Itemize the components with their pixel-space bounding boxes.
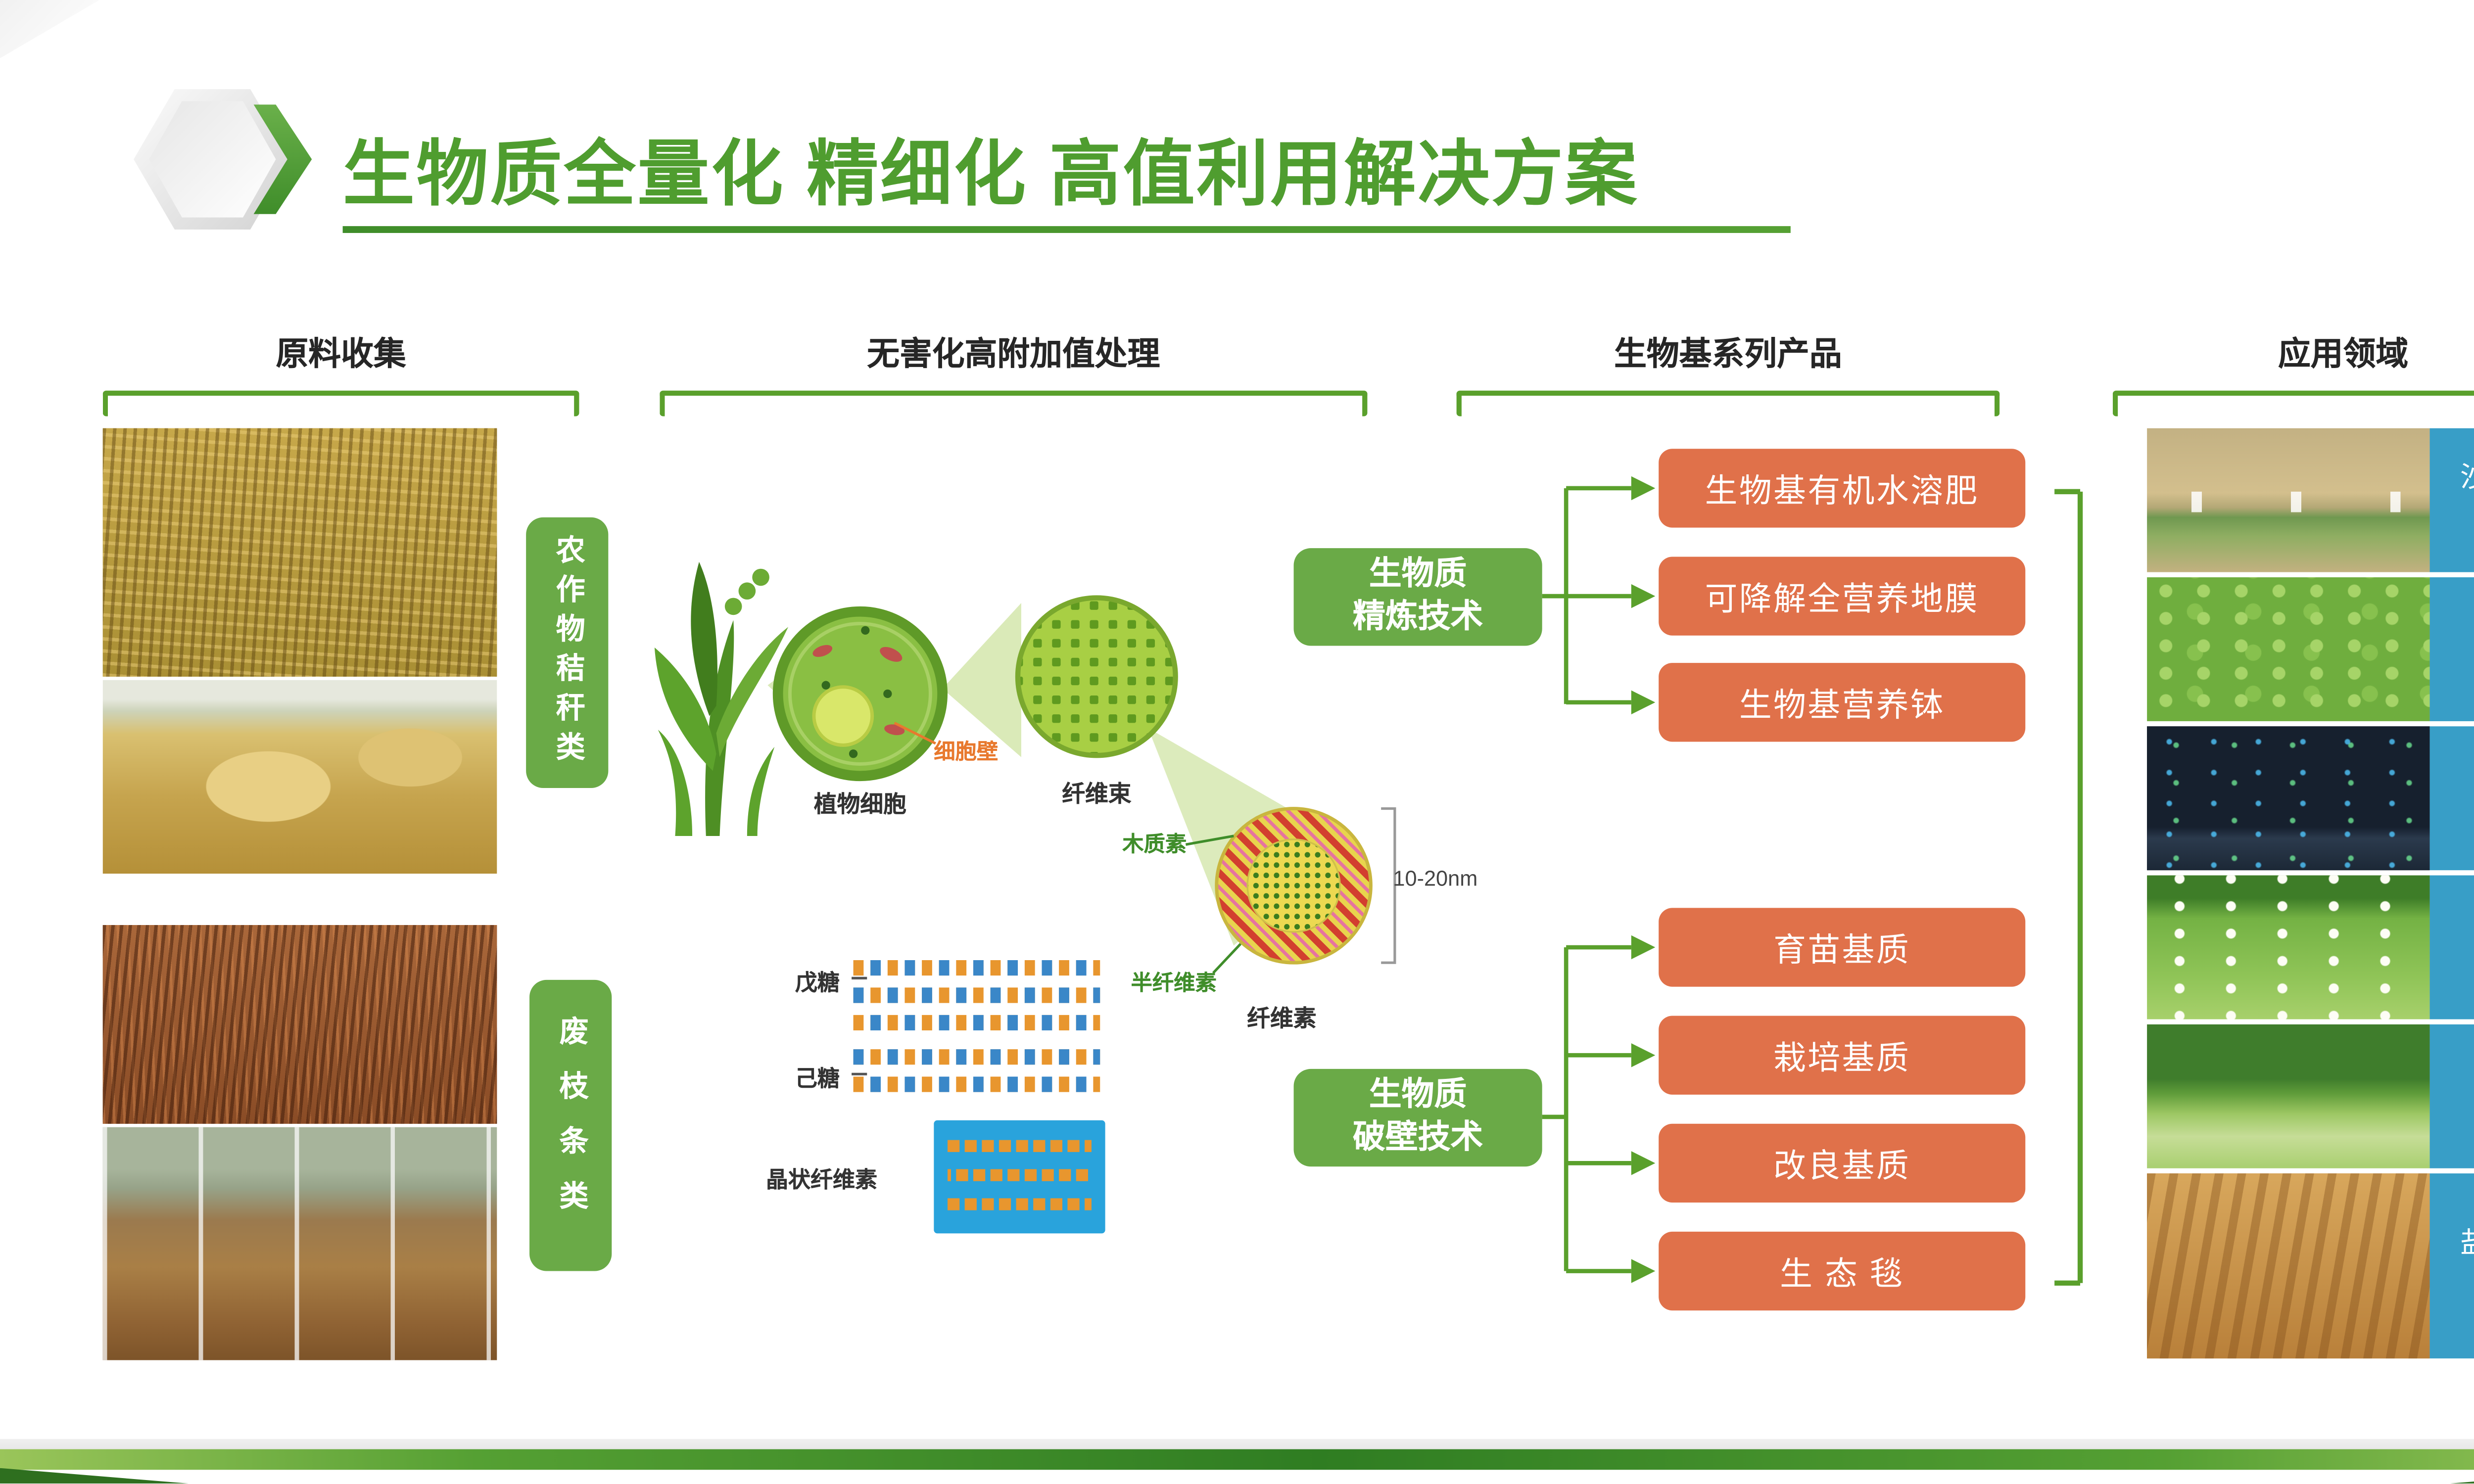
- tech-box-line: 生物质: [1369, 1077, 1467, 1113]
- column-header-applications: 应用领域: [2112, 329, 2474, 417]
- hemicellulose-pointer: [1212, 943, 1242, 974]
- crystalline-cellulose-diagram: [934, 1120, 1105, 1234]
- bracket-line: [2112, 390, 2474, 417]
- plant-cell-illustration: [772, 606, 948, 782]
- footer-corner-right: [2450, 1468, 2474, 1484]
- label-line: 沙漠化: [2460, 458, 2474, 500]
- column-header-text: 应用领域: [2278, 337, 2409, 373]
- column-header-processing: 无害化高附加值处理: [660, 329, 1368, 417]
- cell-wall-label: 细胞壁: [934, 740, 999, 764]
- scale-bracket: [1381, 807, 1396, 964]
- photo-agriculture-data: [2147, 726, 2430, 871]
- scale-label: 10-20nm: [1393, 867, 1478, 891]
- application-label-agriculture-data: 农业 数据: [2429, 726, 2474, 871]
- zoom-cone: [942, 603, 1021, 757]
- lignin-pointer: [1185, 835, 1234, 846]
- label-line: 盐碱地: [2460, 1223, 2474, 1266]
- title-underline: [342, 226, 1791, 233]
- footer-green-bar: [0, 1449, 2474, 1470]
- column-header-collection: 原料收集: [102, 329, 579, 417]
- bracket-line: [1456, 390, 2000, 417]
- label-waste-branch-category: 废枝条类: [529, 979, 612, 1271]
- photo-desertification: [2147, 428, 2430, 572]
- plant-illustration: [654, 561, 788, 836]
- column-header-products: 生物基系列产品: [1456, 329, 2000, 417]
- photo-waste-branches: [102, 925, 497, 1124]
- application-label-fertility: 肥力 提升: [2429, 577, 2474, 721]
- product-box-water-soluble-fertilizer: 生物基有机水溶肥: [1659, 449, 2026, 528]
- hemicellulose-label: 半纤维素: [1131, 971, 1217, 996]
- tech-box-line: 破壁技术: [1352, 1119, 1483, 1156]
- tech-box-line: 生物质: [1369, 556, 1467, 593]
- crystalline-cellulose-label: 晶状纤维素: [765, 1166, 878, 1193]
- footer-corner-left: [0, 1468, 189, 1484]
- pentose-label: 戊糖: [795, 970, 840, 996]
- product-box-ecological-blanket: 生 态 毯: [1659, 1231, 2026, 1311]
- process-diagram: [654, 561, 1396, 1234]
- page-title: 生物质全量化 精细化 高值利用解决方案: [342, 134, 1639, 214]
- label-crop-straw-category: 农作物秸秆类: [526, 517, 609, 788]
- column-header-text: 无害化高附加值处理: [867, 337, 1160, 373]
- fiber-bundle-illustration: [1015, 595, 1178, 758]
- application-label-livestock: 畜牧 养殖: [2429, 875, 2474, 1020]
- photo-vine-prunings: [102, 1127, 497, 1360]
- corner-decoration: [0, 0, 99, 58]
- sugar-chain-diagram: [853, 960, 1100, 1092]
- fiber-bundle-label: 纤维束: [1062, 781, 1132, 807]
- cell-wall-pointer: [894, 722, 936, 745]
- photo-saline-alkali-land: [2147, 1173, 2430, 1359]
- plant-cell-label: 植物细胞: [813, 791, 906, 817]
- photo-livestock: [2147, 875, 2430, 1020]
- product-box-nutrient-pot: 生物基营养钵: [1659, 663, 2026, 742]
- product-box-seedling-substrate: 育苗基质: [1659, 908, 2026, 987]
- hexose-label: 己糖: [795, 1065, 840, 1091]
- cellulose-cross-section: [1215, 807, 1373, 965]
- product-box-degradable-mulch-film: 可降解全营养地膜: [1659, 556, 2026, 636]
- bracket-line: [102, 390, 579, 417]
- bracket-line: [660, 390, 1368, 417]
- arrowheads: [1631, 476, 1656, 1283]
- product-box-improvement-substrate: 改良基质: [1659, 1123, 2026, 1203]
- photo-landscaping: [2147, 1024, 2430, 1168]
- application-label-saline-alkali: 盐碱地 改良: [2429, 1173, 2474, 1359]
- column-header-text: 原料收集: [276, 337, 406, 373]
- column-header-text: 生物基系列产品: [1614, 337, 1842, 373]
- cellulose-label: 纤维素: [1247, 1005, 1317, 1031]
- photo-corn-straw: [102, 428, 497, 677]
- tech-box-line: 精炼技术: [1352, 599, 1483, 635]
- lignin-label: 木质素: [1122, 833, 1187, 857]
- tech-box-refining: 生物质 精炼技术: [1293, 548, 1542, 646]
- application-label-landscaping: 园林 绿化: [2429, 1024, 2474, 1168]
- photo-fertility: [2147, 577, 2430, 721]
- tech-box-wall-breaking: 生物质 破壁技术: [1293, 1068, 1542, 1167]
- product-box-cultivation-substrate: 栽培基质: [1659, 1016, 2026, 1095]
- application-label-desertification: 沙漠化 治理: [2429, 428, 2474, 572]
- photo-straw-bales: [102, 680, 497, 874]
